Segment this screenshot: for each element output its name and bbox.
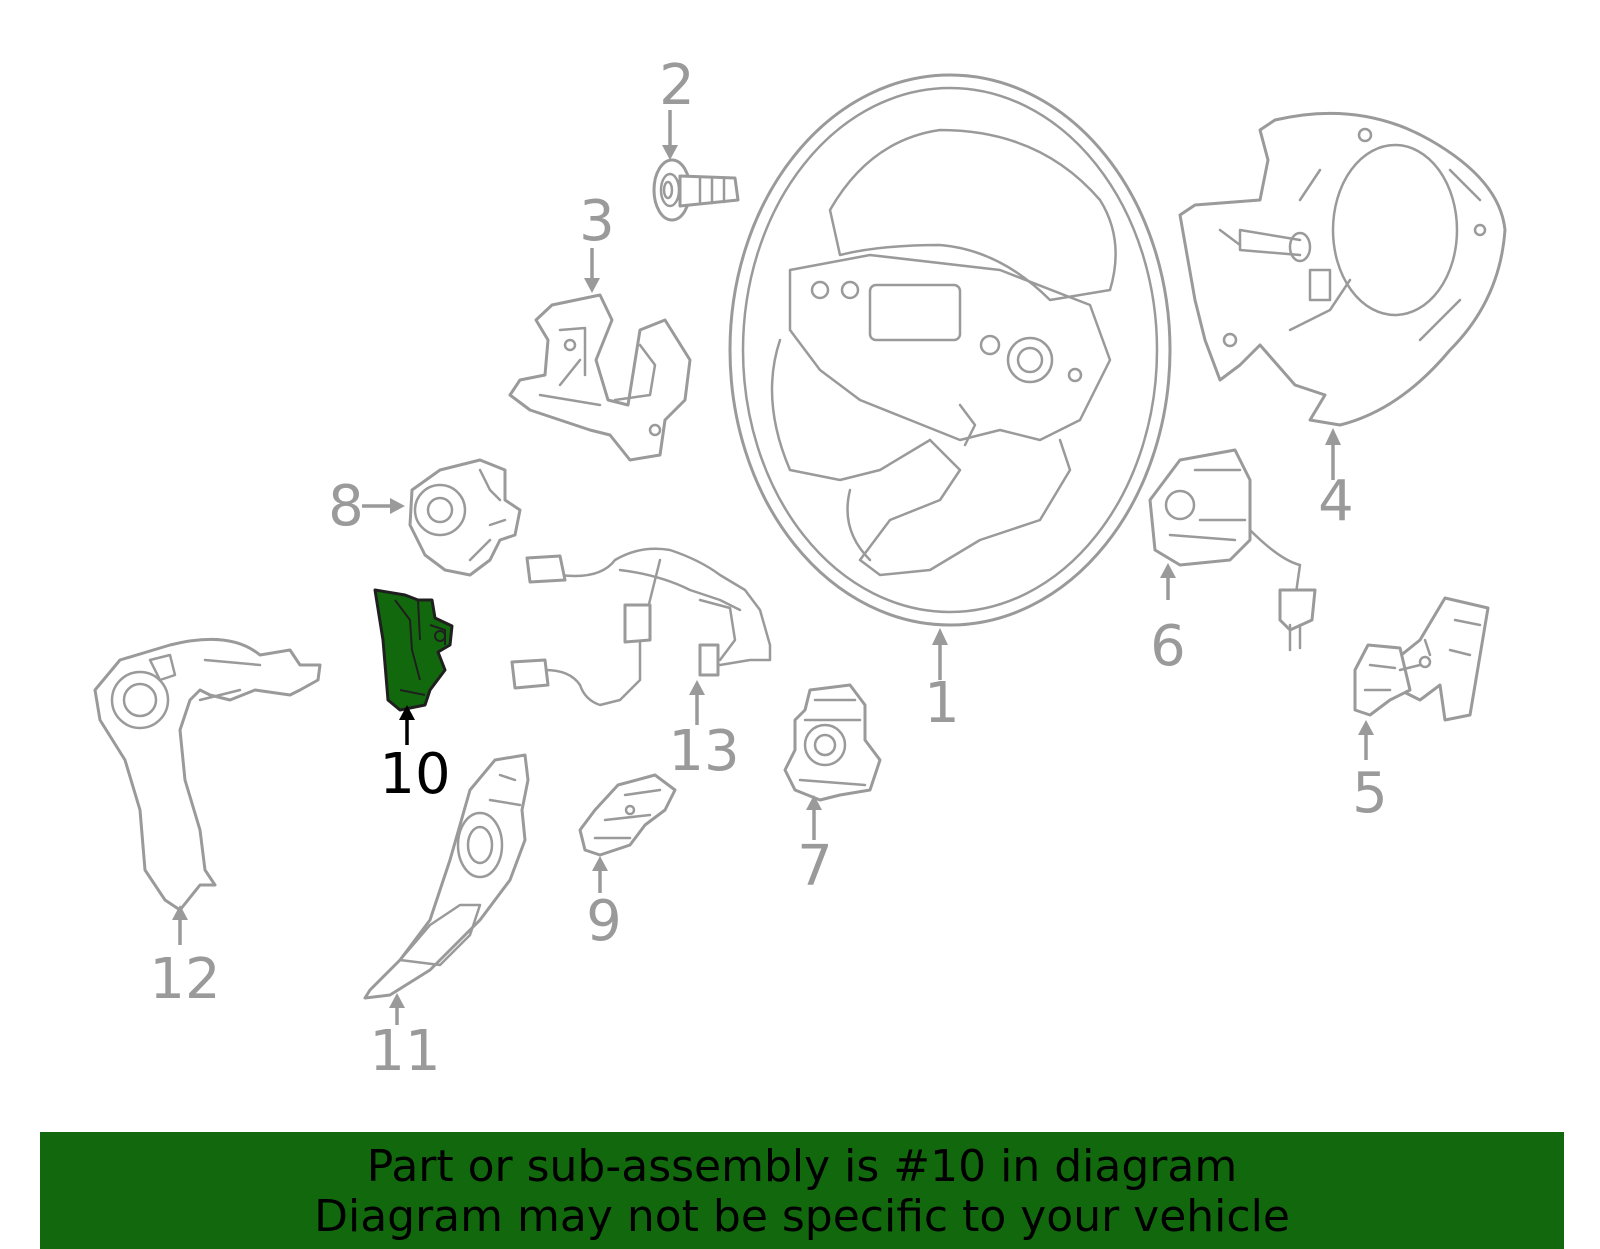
callout-labels: 2 3 4 8 6 1 5 13 7 9 11 12 10 — [149, 53, 1387, 1084]
callout-7: 7 — [797, 834, 833, 899]
banner-line-2: Diagram may not be specific to your vehi… — [314, 1191, 1290, 1242]
part-5-switch[interactable] — [1353, 596, 1490, 722]
callout-10: 10 — [379, 742, 450, 807]
callout-4: 4 — [1318, 469, 1354, 534]
part-10-switch-highlighted[interactable] — [373, 588, 454, 712]
banner-line-1: Part or sub-assembly is #10 in diagram — [366, 1141, 1238, 1192]
part-7-clockspring[interactable] — [783, 683, 882, 802]
part-4-cover[interactable] — [1178, 111, 1507, 427]
callout-2: 2 — [659, 53, 695, 118]
callout-9: 9 — [586, 889, 622, 954]
leader-lines — [172, 110, 1374, 1025]
part-6-switch-harness[interactable] — [1148, 448, 1317, 652]
callout-11: 11 — [369, 1019, 440, 1084]
callout-1: 1 — [924, 671, 960, 736]
callout-12: 12 — [149, 947, 220, 1012]
part-10-body — [373, 588, 454, 712]
part-3-bracket[interactable] — [508, 293, 692, 462]
callout-8: 8 — [328, 474, 364, 539]
callout-3: 3 — [579, 189, 615, 254]
part-9-switch[interactable] — [578, 773, 677, 857]
part-2-bolt[interactable] — [652, 158, 740, 222]
callout-13: 13 — [668, 719, 739, 784]
part-8-canceller[interactable] — [408, 458, 522, 577]
part-12-garnish[interactable] — [93, 637, 322, 912]
part-1-steering-wheel[interactable] — [728, 73, 1172, 627]
callout-6: 6 — [1150, 614, 1186, 679]
part-13-wire-harness[interactable] — [510, 547, 772, 707]
part-11-garnish[interactable] — [363, 753, 530, 1000]
info-banner: Part or sub-assembly is #10 in diagram D… — [40, 1132, 1564, 1249]
callout-5: 5 — [1352, 761, 1388, 826]
